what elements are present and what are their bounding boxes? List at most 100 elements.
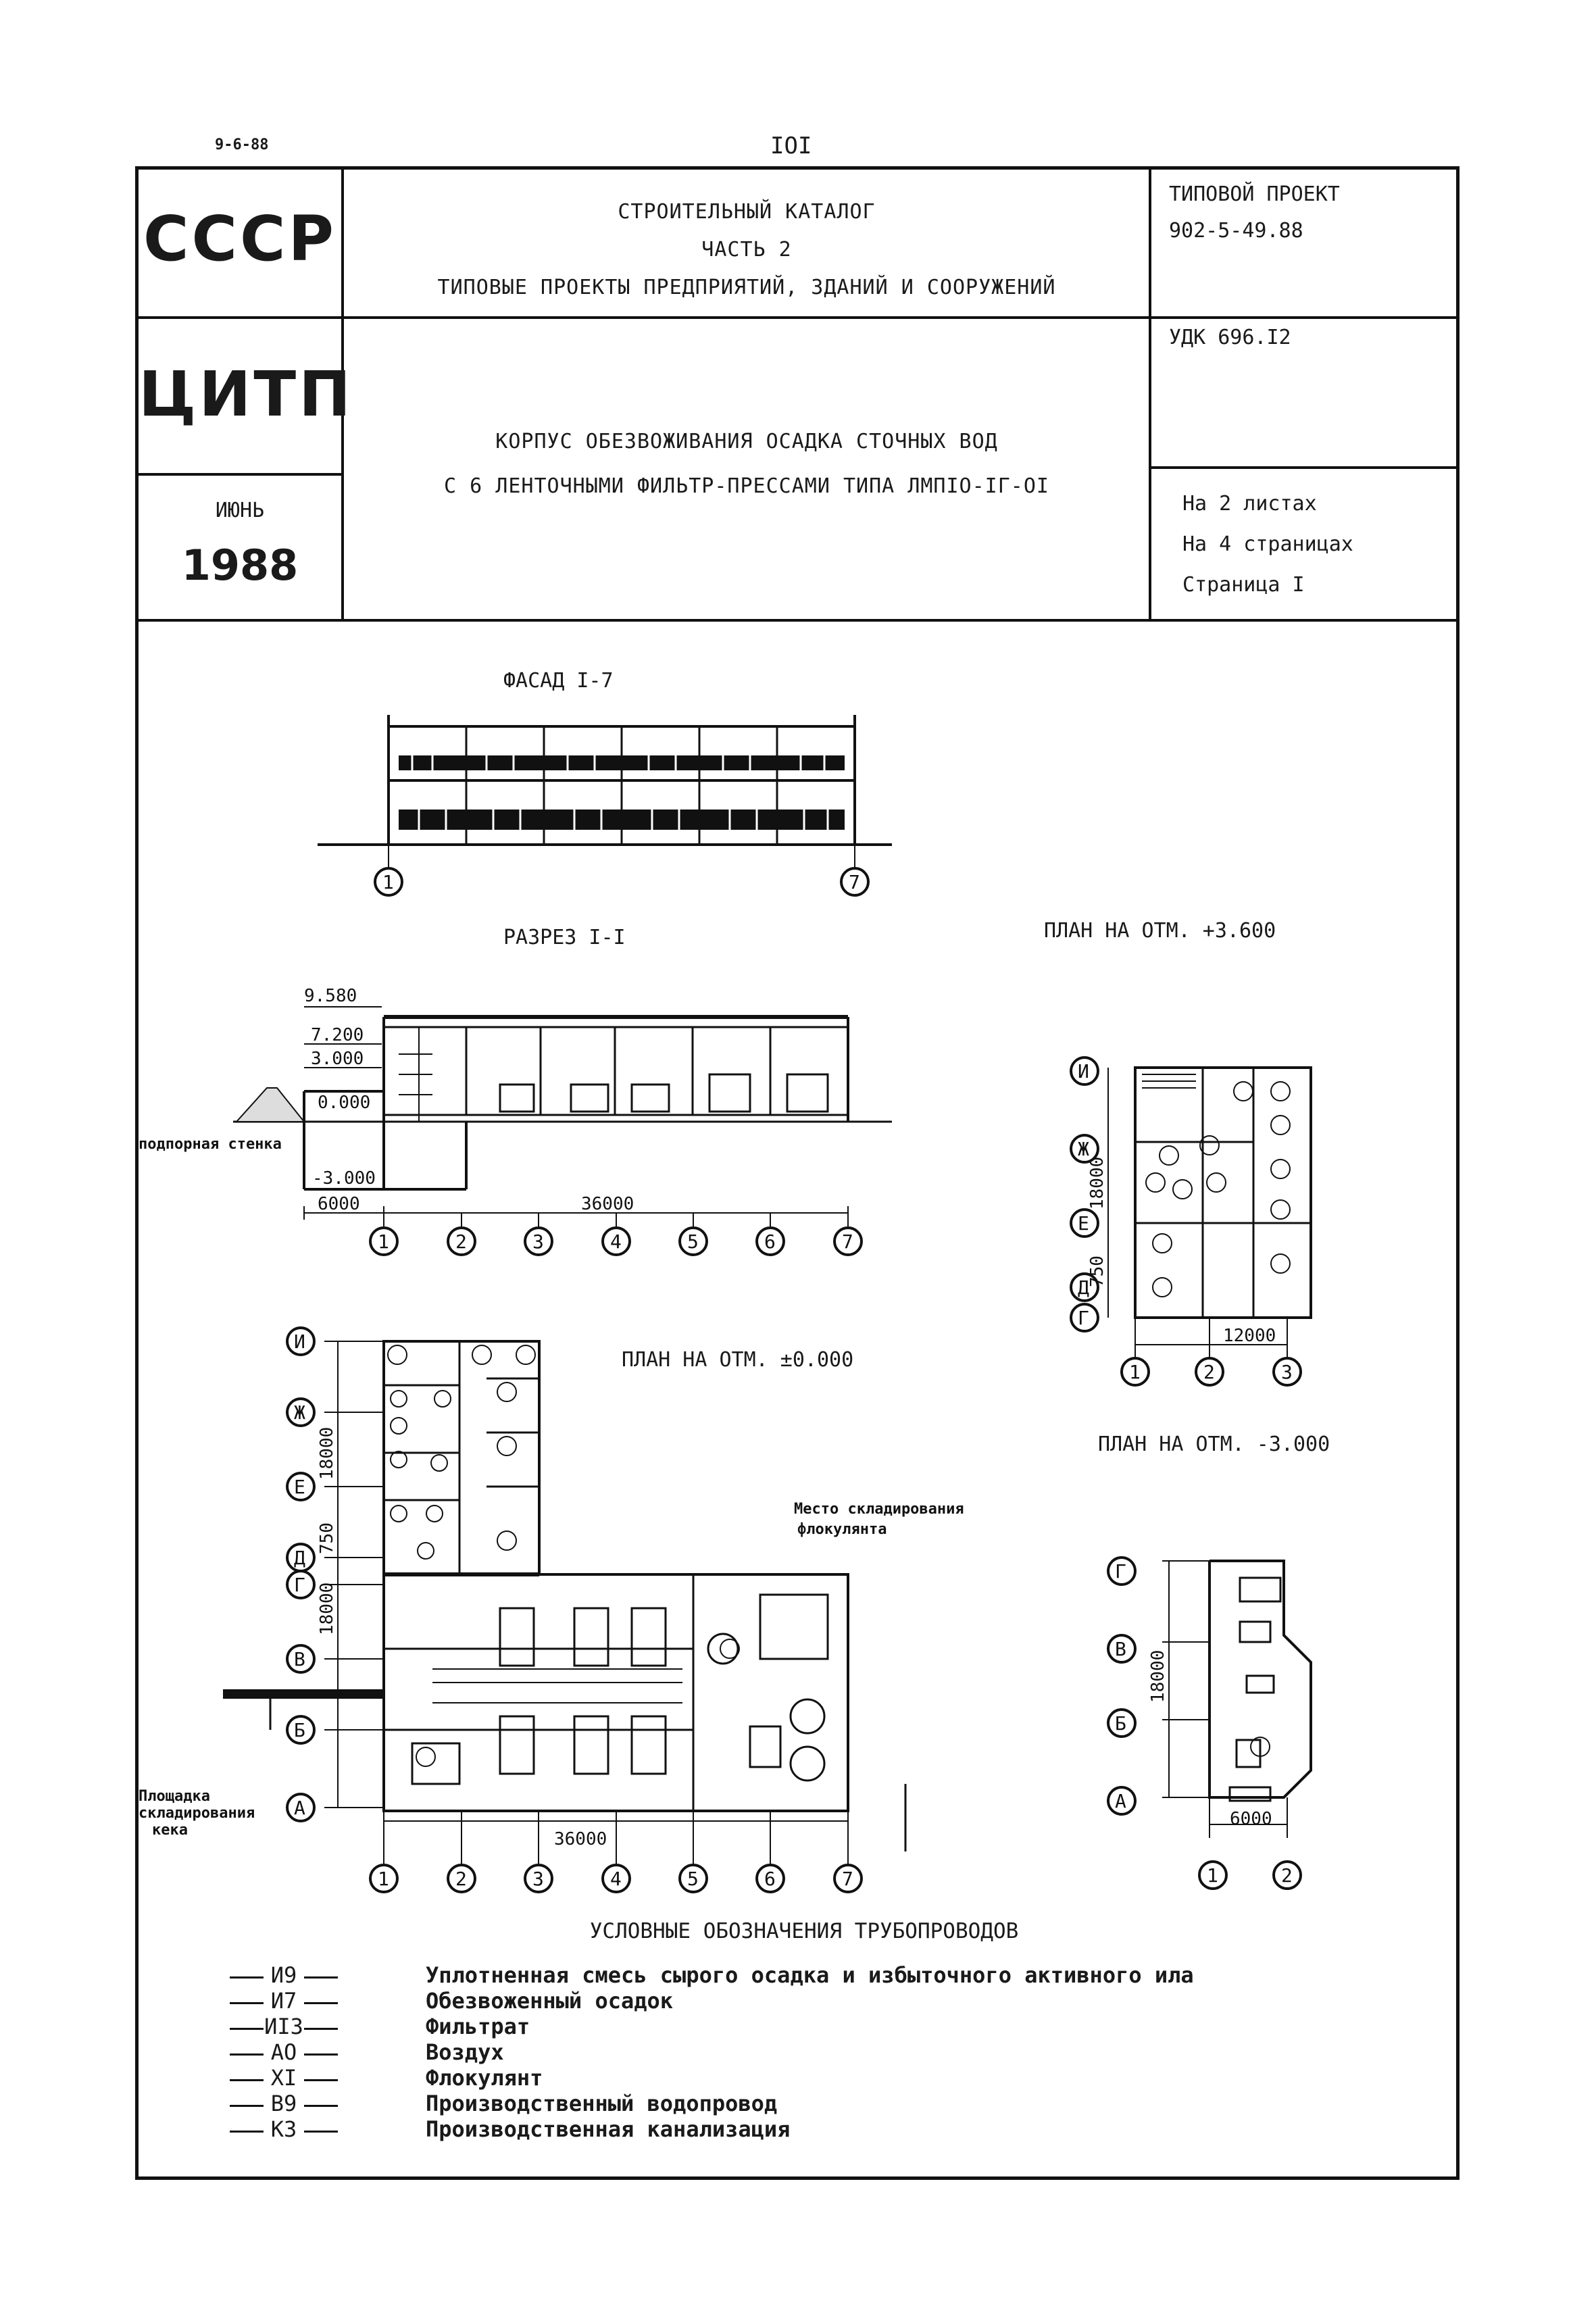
catalog-title-3: ТИПОВЫЕ ПРОЕКТЫ ПРЕДПРИЯТИЙ, ЗДАНИЙ И СО…: [437, 276, 1056, 299]
project-label: ТИПОВОЙ ПРОЕКТ: [1169, 182, 1340, 206]
section-axis-1: 1: [378, 1230, 389, 1253]
lower-dim-18000: 18000: [1148, 1650, 1168, 1703]
upper-axis-Zh: Ж: [1078, 1138, 1089, 1160]
legend-text: Производственный водопровод: [426, 2091, 778, 2116]
plan-upper-drawing: [1070, 1056, 1312, 1387]
header-hline-1: [135, 316, 1460, 319]
section-axis-7: 7: [842, 1230, 853, 1253]
header-vline-right: [1149, 166, 1151, 620]
cake-storage-2: складирования: [139, 1805, 255, 1822]
section-axis-3: 3: [532, 1230, 544, 1253]
facade-title: ФАСАД I-7: [503, 669, 614, 693]
udk-code: УДК 696.I2: [1169, 326, 1291, 349]
plan-lower-title: ПЛАН НА ОТМ. -3.000: [1098, 1433, 1330, 1456]
ground-axis-1: 1: [378, 1868, 389, 1890]
legend-code: В9: [230, 2091, 338, 2116]
ground-axis-I: И: [294, 1330, 305, 1353]
plan-ground-title: ПЛАН НА ОТМ. ±0.000: [622, 1348, 854, 1372]
section-level-m3000: -3.000: [312, 1168, 376, 1189]
legend-text: Производственная канализация: [426, 2116, 791, 2142]
upper-axis-E: Е: [1078, 1212, 1089, 1235]
upper-dim-18000: 18000: [1087, 1157, 1107, 1210]
ground-axis-G: Г: [294, 1574, 305, 1596]
legend-code: АО: [230, 2039, 338, 2065]
issue-month: ИЮНЬ: [215, 499, 265, 522]
section-drawing: [233, 1006, 892, 1256]
project-title-2: С 6 ЛЕНТОЧНЫМИ ФИЛЬТР-ПРЕССАМИ ТИПА ЛМПI…: [444, 474, 1049, 498]
catalog-title-1: СТРОИТЕЛЬНЫЙ КАТАЛОГ: [618, 200, 876, 224]
section-axis-4: 4: [610, 1230, 622, 1253]
section-axis-6: 6: [764, 1230, 776, 1253]
section-level-3000: 3.000: [311, 1049, 364, 1069]
ground-axis-2: 2: [455, 1868, 467, 1890]
catalog-title-2: ЧАСТЬ 2: [701, 238, 792, 262]
legend-text: Уплотненная смесь сырого осадка и избыто…: [426, 1962, 1194, 1988]
ground-axis-E: Е: [294, 1476, 305, 1498]
plan-upper-title: ПЛАН НА ОТМ. +3.600: [1044, 919, 1276, 943]
section-level-0000: 0.000: [318, 1093, 370, 1113]
plan-lower-drawing: [1107, 1556, 1312, 1890]
stamp-date: 9-6-88: [215, 136, 269, 153]
page-index: Страница I: [1182, 573, 1305, 597]
retaining-wall-label: подпорная стенка: [139, 1136, 282, 1153]
ground-axis-A: А: [294, 1797, 305, 1819]
org-ussr: СССР: [143, 203, 336, 275]
upper-axis-1: 1: [1129, 1361, 1141, 1383]
facade-axis-1: 1: [382, 871, 394, 893]
legend-code: ИI3: [230, 2014, 338, 2039]
plan-ground-drawing: [223, 1326, 907, 1893]
lower-axis-B: Б: [1115, 1712, 1126, 1735]
section-axis-2: 2: [455, 1230, 467, 1253]
section-dim-6000: 6000: [318, 1194, 360, 1214]
header-hline-left: [135, 473, 343, 476]
issue-year: 1988: [181, 541, 299, 590]
ground-axis-Zh: Ж: [294, 1401, 305, 1424]
org-citp: ЦИТП: [139, 358, 354, 430]
lower-axis-A: А: [1115, 1790, 1126, 1812]
ground-axis-7: 7: [842, 1868, 853, 1890]
lower-axis-2: 2: [1281, 1864, 1293, 1887]
upper-axis-I: И: [1078, 1060, 1089, 1082]
lower-dim-6000: 6000: [1230, 1809, 1272, 1829]
facade-drawing: [318, 715, 892, 897]
ground-dim-750: 750: [317, 1522, 337, 1554]
cake-storage-1: Площадка: [139, 1788, 210, 1805]
section-dim-36000: 36000: [581, 1194, 634, 1214]
pages-count: На 4 страницах: [1182, 532, 1353, 556]
upper-axis-2: 2: [1203, 1361, 1215, 1383]
legend-code: И9: [230, 1962, 338, 1988]
legend-code: И7: [230, 1988, 338, 2014]
section-axis-5: 5: [687, 1230, 699, 1253]
ground-axis-V: В: [294, 1648, 305, 1670]
facade-axis-7: 7: [849, 871, 860, 893]
ground-axis-4: 4: [610, 1868, 622, 1890]
section-level-9580: 9.580: [304, 986, 357, 1006]
lower-axis-G: Г: [1115, 1560, 1126, 1583]
ground-axis-6: 6: [764, 1868, 776, 1890]
upper-axis-D: Д: [1078, 1276, 1089, 1299]
upper-axis-G: Г: [1078, 1307, 1089, 1329]
page-number: IOI: [770, 132, 812, 159]
ground-axis-D: Д: [294, 1547, 305, 1569]
cake-storage-3: кека: [152, 1822, 188, 1839]
ground-axis-B: Б: [294, 1719, 305, 1741]
ground-axis-5: 5: [687, 1868, 699, 1890]
upper-dim-12000: 12000: [1223, 1326, 1276, 1346]
lower-axis-1: 1: [1207, 1864, 1218, 1887]
legend-text: Флокулянт: [426, 2065, 543, 2091]
header-vline-left: [341, 166, 344, 620]
legend-code: ХI: [230, 2065, 338, 2091]
header-hline-right: [1149, 466, 1460, 469]
legend-title: УСЛОВНЫЕ ОБОЗНАЧЕНИЯ ТРУБОПРОВОДОВ: [589, 1919, 1019, 1943]
section-level-7200: 7.200: [311, 1025, 364, 1045]
sheets-count: На 2 листах: [1182, 492, 1317, 516]
legend-text: Воздух: [426, 2039, 504, 2065]
section-title: РАЗРЕЗ I-I: [503, 926, 626, 949]
upper-axis-3: 3: [1281, 1361, 1293, 1383]
legend-code: К3: [230, 2116, 338, 2142]
project-title-1: КОРПУС ОБЕЗВОЖИВАНИЯ ОСАДКА СТОЧНЫХ ВОД: [495, 430, 998, 453]
flocculant-storage-2: флокулянта: [797, 1521, 887, 1538]
ground-axis-3: 3: [532, 1868, 544, 1890]
legend-text: Фильтрат: [426, 2014, 530, 2039]
